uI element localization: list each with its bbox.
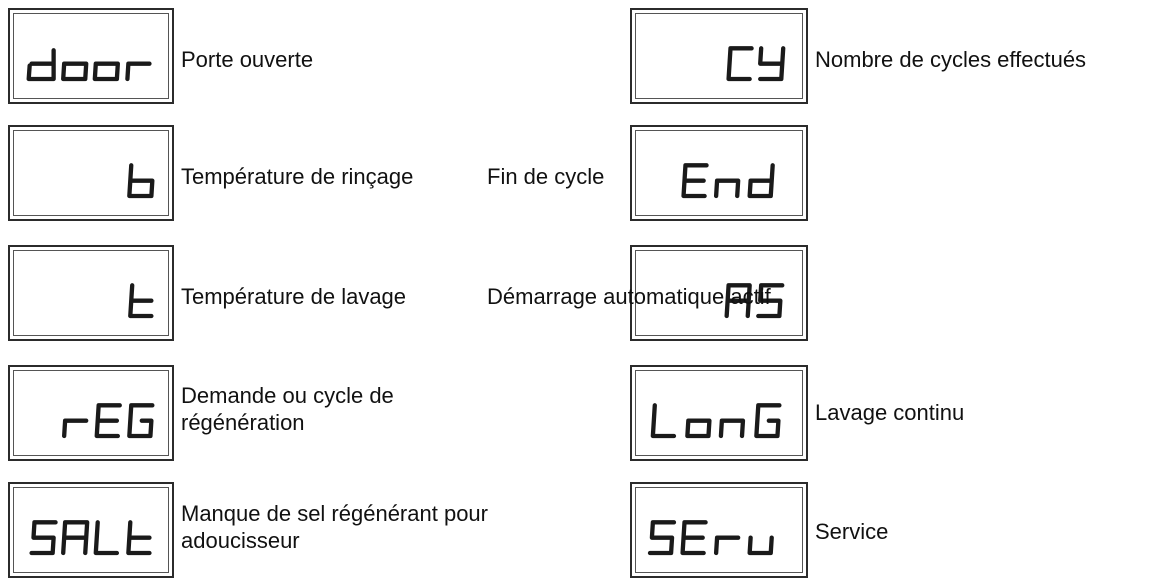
- lcd-glyph-seru: [647, 520, 774, 556]
- lcd-display-reg: [8, 365, 174, 461]
- lcd-display-seru: [630, 482, 808, 578]
- label-service: Service: [815, 519, 889, 544]
- lcd-glyph-salt: [29, 520, 152, 556]
- lcd-display-door: [8, 8, 174, 104]
- lcd-glyph-end: [681, 163, 775, 199]
- lcd-display-salt: [8, 482, 174, 578]
- lcd-glyph-cy: [726, 46, 786, 82]
- label-fin-de-cycle: Fin de cycle: [487, 164, 605, 189]
- lcd-glyph-as: [724, 283, 785, 319]
- label-demande-regeneration: Demande ou cycle de régénération: [181, 383, 394, 435]
- label-nombre-cycles: Nombre de cycles effectués: [815, 47, 1087, 72]
- lcd-glyph-long: [650, 403, 782, 439]
- lcd-glyph-reg: [62, 403, 155, 439]
- lcd-display-b: [8, 125, 174, 221]
- label-lavage-continu: Lavage continu: [815, 400, 965, 425]
- lcd-display-as: [630, 245, 808, 341]
- label-manque-sel: Manque de sel régénérant pour adoucisseu…: [181, 501, 488, 553]
- lcd-glyph-door: [26, 48, 152, 82]
- lcd-glyph-t: [128, 283, 154, 319]
- label-temperature-lavage: Température de lavage: [181, 284, 407, 309]
- lcd-display-end: [630, 125, 808, 221]
- lcd-glyph-b: [127, 163, 155, 199]
- lcd-display-long: [630, 365, 808, 461]
- lcd-display-cy: [630, 8, 808, 104]
- lcd-display-t: [8, 245, 174, 341]
- label-porte-ouverte: Porte ouverte: [181, 47, 314, 72]
- label-temperature-rincage: Température de rinçage: [181, 164, 414, 189]
- label-demarrage-auto: Démarrage automatique actif: [487, 284, 771, 309]
